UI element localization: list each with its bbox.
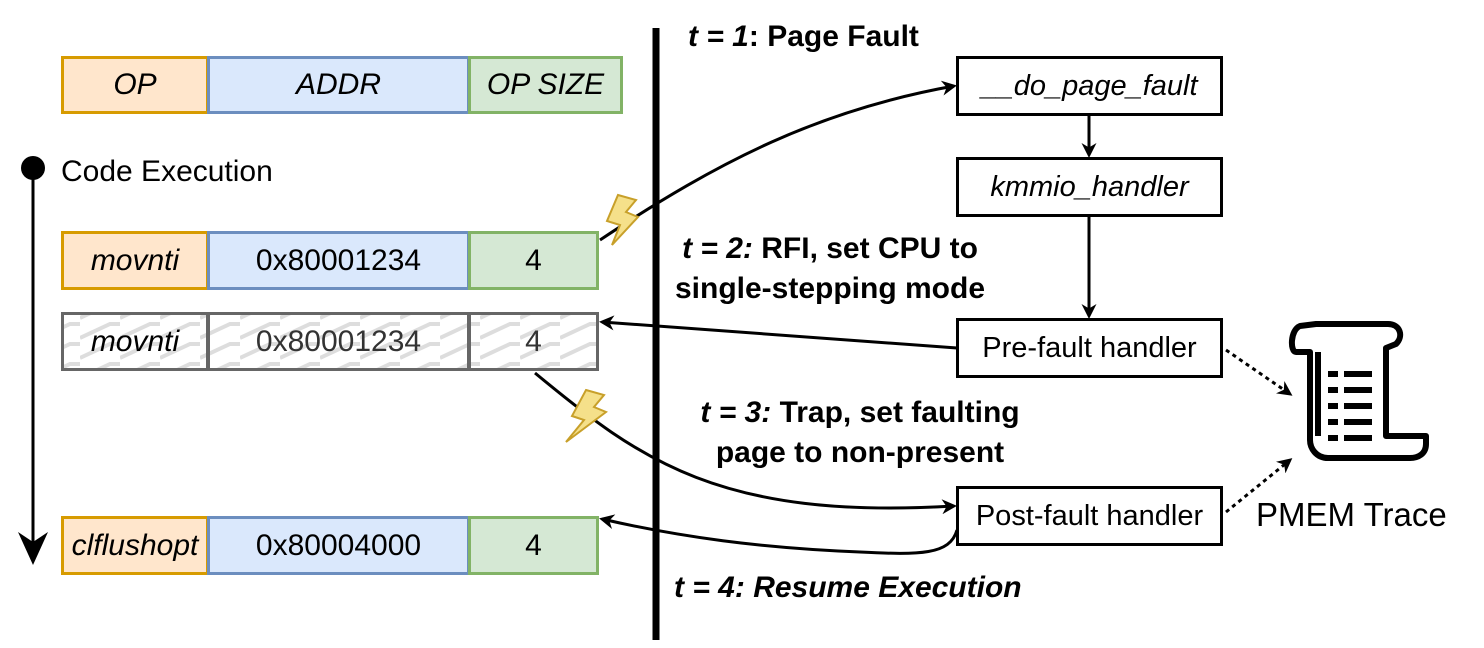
step-t2-prefix: t = 2: — [682, 232, 753, 265]
arrow-t4 — [599, 514, 959, 555]
ghost-row-hatch — [63, 314, 597, 370]
lightning-icon — [565, 388, 608, 443]
header-addr: ADDR — [207, 56, 470, 114]
dotted-arrow-post — [1225, 458, 1293, 514]
step-t1-prefix: t = 1 — [688, 20, 749, 53]
step-t3-prefix: t = 3: — [700, 396, 772, 429]
step-t3-text: Trap, set faulting — [771, 396, 1020, 429]
step-t1-text: : Page Fault — [748, 20, 919, 53]
instr-size: 4 — [468, 516, 599, 575]
instr-size: 4 — [468, 231, 599, 290]
step-t3-label: t = 3: Trap, set faulting page to non-pr… — [686, 393, 1034, 473]
post-fault-handler-box: Post-fault handler — [956, 486, 1223, 546]
step-t2-line2: single-stepping mode — [674, 272, 986, 305]
instr-op: clflushopt — [61, 516, 209, 575]
step-t2-text: RFI, set CPU to — [752, 232, 978, 265]
instr-addr: 0x80004000 — [207, 516, 470, 575]
header-op: OP — [61, 56, 209, 114]
step-t1-label: t = 1: Page Fault — [688, 17, 919, 57]
dotted-arrow-pre — [1225, 348, 1293, 396]
scroll-icon — [1288, 321, 1429, 461]
step-t3-line2: page to non-present — [715, 436, 1005, 469]
step-t4-text: Resume Execution — [744, 571, 1022, 604]
timeline-arrowhead — [18, 532, 48, 565]
ghost-instr-op: movnti — [61, 312, 209, 371]
do-page-fault-box: __do_page_fault — [956, 56, 1223, 116]
step-t4-label: t = 4: Resume Execution — [674, 568, 1022, 608]
instr-op: movnti — [61, 231, 209, 290]
ghost-instr-size: 4 — [468, 312, 599, 371]
header-op-size: OP SIZE — [468, 56, 623, 114]
pmem-trace-label: PMEM Trace — [1256, 496, 1447, 533]
lightning-icon — [605, 193, 640, 246]
step-t4-prefix: t = 4: — [674, 571, 745, 604]
arrow-t2 — [599, 315, 958, 350]
timeline-label: Code Execution — [61, 155, 273, 188]
pre-fault-handler-box: Pre-fault handler — [956, 318, 1223, 378]
instr-addr: 0x80001234 — [207, 231, 470, 290]
kmmio-handler-box: kmmio_handler — [956, 157, 1223, 217]
arrow-t1 — [599, 80, 957, 242]
ghost-instr-addr: 0x80001234 — [207, 312, 470, 371]
step-t2-label: t = 2: RFI, set CPU to single-stepping m… — [662, 229, 998, 309]
